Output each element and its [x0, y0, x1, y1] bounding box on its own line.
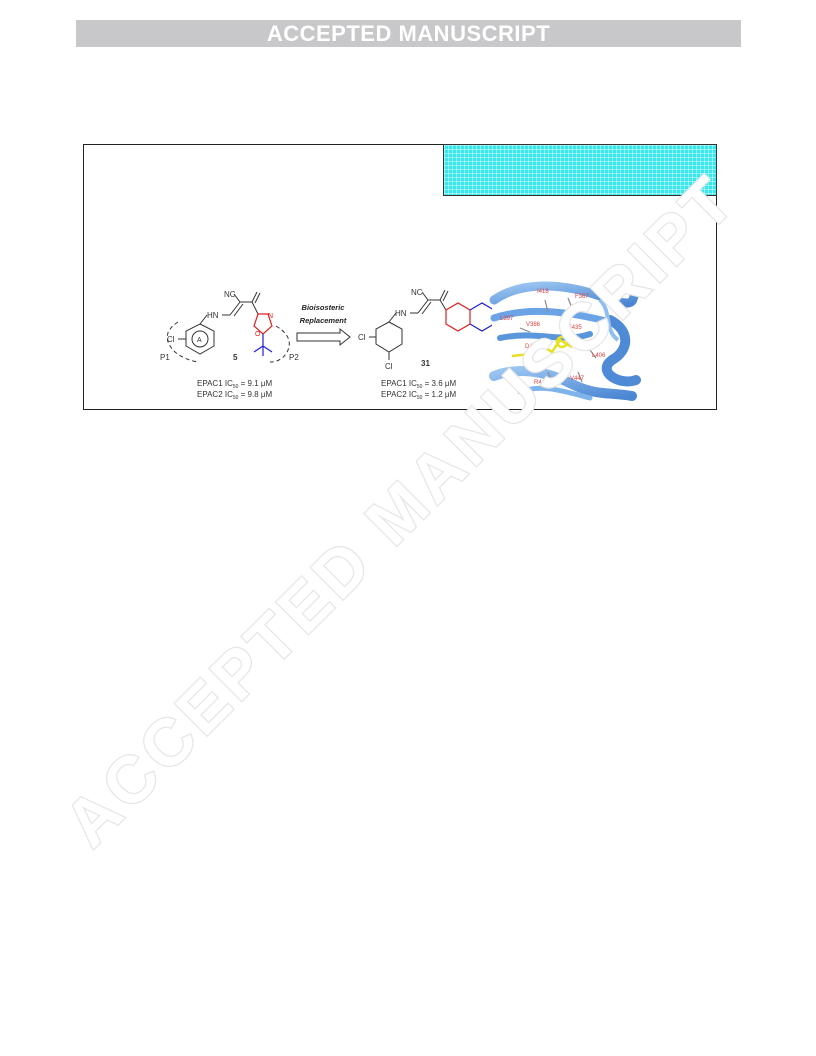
pocket-p1-label: P1 [160, 353, 170, 362]
residue-label: F367 [575, 294, 589, 300]
arrow-label-line2: Replacement [300, 316, 347, 325]
aromatic-ring-red [445, 302, 471, 332]
cyan-placeholder-box [443, 144, 717, 196]
compound-31-number: 31 [421, 359, 430, 368]
arrow-label-line1: Bioisosteric [302, 303, 346, 312]
cyano-label-31: NC [411, 288, 423, 297]
residue-label: L397 [500, 316, 514, 322]
compound-31-epac1: EPAC1 IC50 = 3.6 μM [381, 379, 457, 390]
bioisosteric-arrow: Bioisosteric Replacement [296, 303, 351, 347]
compound-5-epac2: EPAC2 IC50 = 9.8 μM [197, 390, 273, 401]
residue-label: V447 [570, 376, 585, 382]
residue-label: I418 [537, 289, 549, 295]
residue-label: F435 [568, 325, 582, 331]
compound-5-epac1: EPAC1 IC50 = 9.1 μM [197, 379, 273, 390]
hydrazone-label-5: HN [207, 311, 219, 320]
compound-5-number: 5 [233, 353, 238, 362]
hydrazone-label-31: HN [395, 309, 407, 318]
chloro-bottom-31: Cl [385, 362, 393, 371]
residue-label: R448 [534, 380, 549, 386]
saturated-ring-blue [469, 302, 495, 332]
tert-butyl-group [253, 334, 273, 356]
aromatic-circle [191, 330, 209, 348]
compound-31-structure [369, 289, 449, 360]
residue-label: L406 [592, 353, 606, 359]
isoxazole-o-label: O [255, 331, 261, 338]
accepted-manuscript-banner: ACCEPTED MANUSCRIPT [76, 20, 741, 47]
residue-label: D439 [525, 344, 540, 350]
compound-31-epac2: EPAC2 IC50 = 1.2 μM [381, 390, 457, 401]
isoxazole-n-label: N [268, 313, 273, 320]
pocket-p2-label: P2 [289, 353, 299, 362]
residue-label: V386 [526, 322, 541, 328]
benzene-ring-a [185, 323, 215, 355]
cyano-label-5: NC [224, 290, 236, 299]
compound-5-structure [166, 291, 290, 363]
dichlorophenyl-ring [375, 321, 403, 353]
chloro-left-31: Cl [358, 333, 366, 342]
isoxazole-ring [253, 313, 273, 335]
chloro-label-5: Cl [167, 335, 175, 344]
protein-docking-image: I418 F367 L397 V386 F435 D439 L406 R448 … [489, 281, 641, 401]
ring-a-label: A [197, 337, 202, 344]
